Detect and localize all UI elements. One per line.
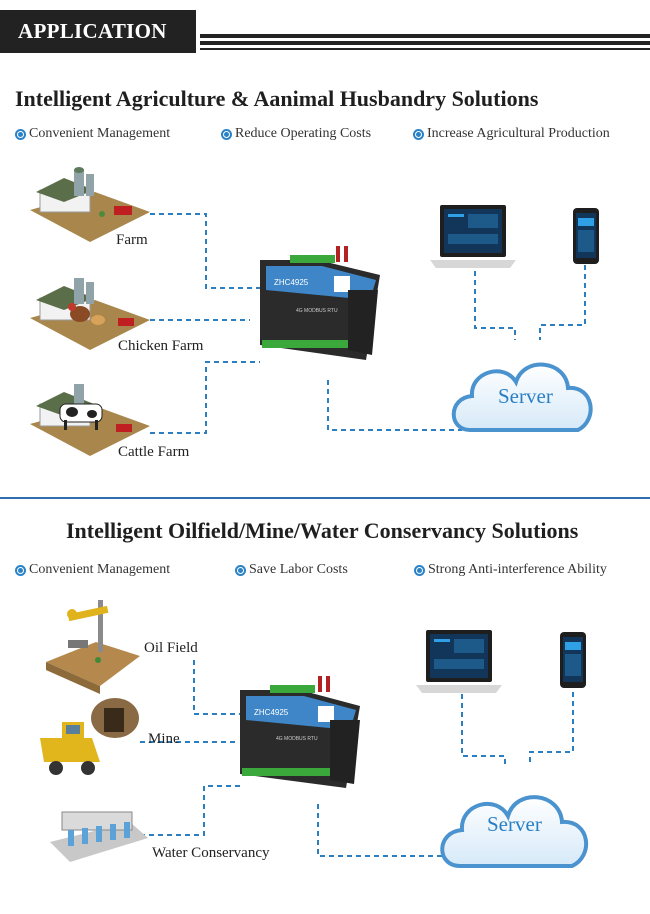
feature-label: Convenient Management xyxy=(29,562,171,577)
device-subtitle-text: 4G MODBUS RTU xyxy=(296,308,338,314)
bullet-icon xyxy=(221,128,232,140)
section1-feature: Increase Agricultural Production xyxy=(413,126,610,142)
section1-feature: Convenient Management xyxy=(15,126,170,142)
section2-feature: Convenient Management xyxy=(15,562,170,578)
section1-feature: Reduce Operating Costs xyxy=(221,126,371,142)
feature-label: Reduce Operating Costs xyxy=(235,126,372,141)
farm-icon xyxy=(30,167,150,242)
io-controller-icon: ZHC4925 4G MODBUS RTU xyxy=(260,246,380,360)
device-subtitle-text: 4G MODBUS RTU xyxy=(276,736,318,742)
io-controller-icon: ZHC4925 4G MODBUS RTU xyxy=(240,676,360,788)
source-label-water-conservancy: Water Conservancy xyxy=(152,845,270,861)
header-line-bottom xyxy=(200,48,650,50)
source-label-oil-field: Oil Field xyxy=(144,640,198,656)
chicken-farm-icon xyxy=(30,278,150,350)
section2-diagram: ZHC4925 4G MODBUS RTU xyxy=(40,600,589,868)
bullet-icon xyxy=(414,564,425,576)
cloud-icon xyxy=(440,795,589,868)
laptop-icon xyxy=(430,205,516,268)
laptop-icon xyxy=(416,630,502,693)
header-line-middle xyxy=(200,41,650,45)
source-label-cattle-farm: Cattle Farm xyxy=(118,444,190,460)
feature-label: Strong Anti-interference Ability xyxy=(428,562,607,577)
section2-feature: Save Labor Costs xyxy=(235,562,348,578)
feature-label: Convenient Management xyxy=(29,126,171,141)
device-model-text: ZHC4925 xyxy=(254,708,289,717)
oil-field-icon xyxy=(46,600,140,694)
server-label: Server xyxy=(487,812,542,836)
source-label-farm: Farm xyxy=(116,232,148,248)
section1-diagram: ZHC4925 4G MODBUS RTU xyxy=(30,167,599,456)
source-label-chicken-farm: Chicken Farm xyxy=(118,338,204,354)
cloud-icon xyxy=(451,362,593,432)
water-conservancy-icon xyxy=(50,811,148,862)
connector-lines xyxy=(150,213,586,434)
header-tab: APPLICATION xyxy=(0,10,196,53)
header-title: APPLICATION xyxy=(18,19,167,43)
bullet-icon xyxy=(413,128,424,140)
device-model-text: ZHC4925 xyxy=(274,278,309,287)
section2-title: Intelligent Oilfield/Mine/Water Conserva… xyxy=(66,518,579,543)
bullet-icon xyxy=(15,128,26,140)
bullet-icon xyxy=(235,564,246,576)
section2-feature: Strong Anti-interference Ability xyxy=(414,562,607,578)
server-label: Server xyxy=(498,384,553,408)
source-label-mine: Mine xyxy=(148,731,180,747)
phone-icon xyxy=(573,208,599,264)
mine-icon xyxy=(40,698,139,775)
phone-icon xyxy=(560,632,586,688)
bullet-icon xyxy=(15,564,26,576)
header-line-top xyxy=(200,34,650,38)
connector-lines xyxy=(140,660,574,857)
section-divider xyxy=(0,497,650,499)
feature-label: Increase Agricultural Production xyxy=(427,126,610,141)
cattle-farm-icon xyxy=(30,384,150,456)
feature-label: Save Labor Costs xyxy=(249,562,348,577)
section1-title: Intelligent Agriculture & Aanimal Husban… xyxy=(15,86,539,111)
